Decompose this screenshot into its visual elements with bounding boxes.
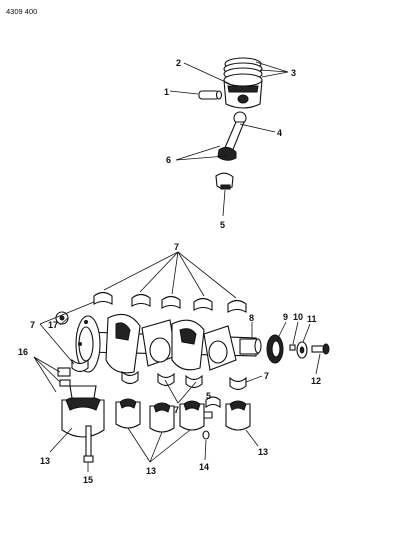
crankshaft-bolt (311, 343, 330, 355)
callout-7-mid: 7 (174, 405, 179, 415)
callout-5-main: 5 (206, 391, 211, 401)
callout-1: 1 (164, 87, 169, 97)
sprocket-key (289, 344, 296, 351)
piston-pin (198, 90, 223, 100)
callout-3: 3 (291, 68, 296, 78)
callout-11: 11 (307, 314, 317, 324)
callout-12: 12 (311, 376, 321, 386)
dowel-pin (202, 430, 210, 440)
callout-7-left: 7 (30, 320, 35, 330)
callout-10: 10 (293, 312, 303, 322)
callout-5-rod: 5 (220, 220, 225, 230)
lower-main-bearings (71, 358, 247, 391)
rear-main-bearing-cap (61, 385, 105, 438)
piston (223, 73, 263, 109)
callout-7-top: 7 (174, 242, 179, 252)
callout-9: 9 (283, 312, 288, 322)
callout-6: 6 (166, 155, 171, 165)
crankshaft-sprocket (266, 334, 284, 364)
main-bearing-cap-bolt (83, 425, 94, 463)
callout-16: 16 (18, 347, 28, 357)
callout-13-right: 13 (258, 447, 268, 457)
upper-main-bearings (93, 291, 247, 313)
callout-13-mid: 13 (146, 466, 156, 476)
leader-lines (33, 61, 321, 472)
rear-seal-pieces (57, 367, 71, 387)
document-id: 4309 400 (6, 7, 37, 16)
callout-13-left: 13 (40, 456, 50, 466)
callout-4: 4 (277, 128, 282, 138)
callout-7-right: 7 (264, 371, 269, 381)
callout-8: 8 (249, 313, 254, 323)
callout-2: 2 (176, 58, 181, 68)
crank-throws (105, 313, 237, 374)
callout-14: 14 (199, 462, 209, 472)
washer (296, 341, 308, 359)
piston-assembly (198, 57, 263, 190)
callout-15: 15 (83, 475, 93, 485)
connecting-rod (217, 111, 247, 161)
crankshaft (75, 313, 262, 374)
callout-labels: 1 2 3 4 5 6 7 7 7 7 5 8 9 10 11 12 16 17… (18, 58, 321, 485)
main-bearing-caps (115, 398, 251, 433)
callout-17: 17 (48, 320, 58, 330)
rod-bearing-cap (215, 172, 234, 190)
crankshaft-flange (75, 315, 101, 373)
